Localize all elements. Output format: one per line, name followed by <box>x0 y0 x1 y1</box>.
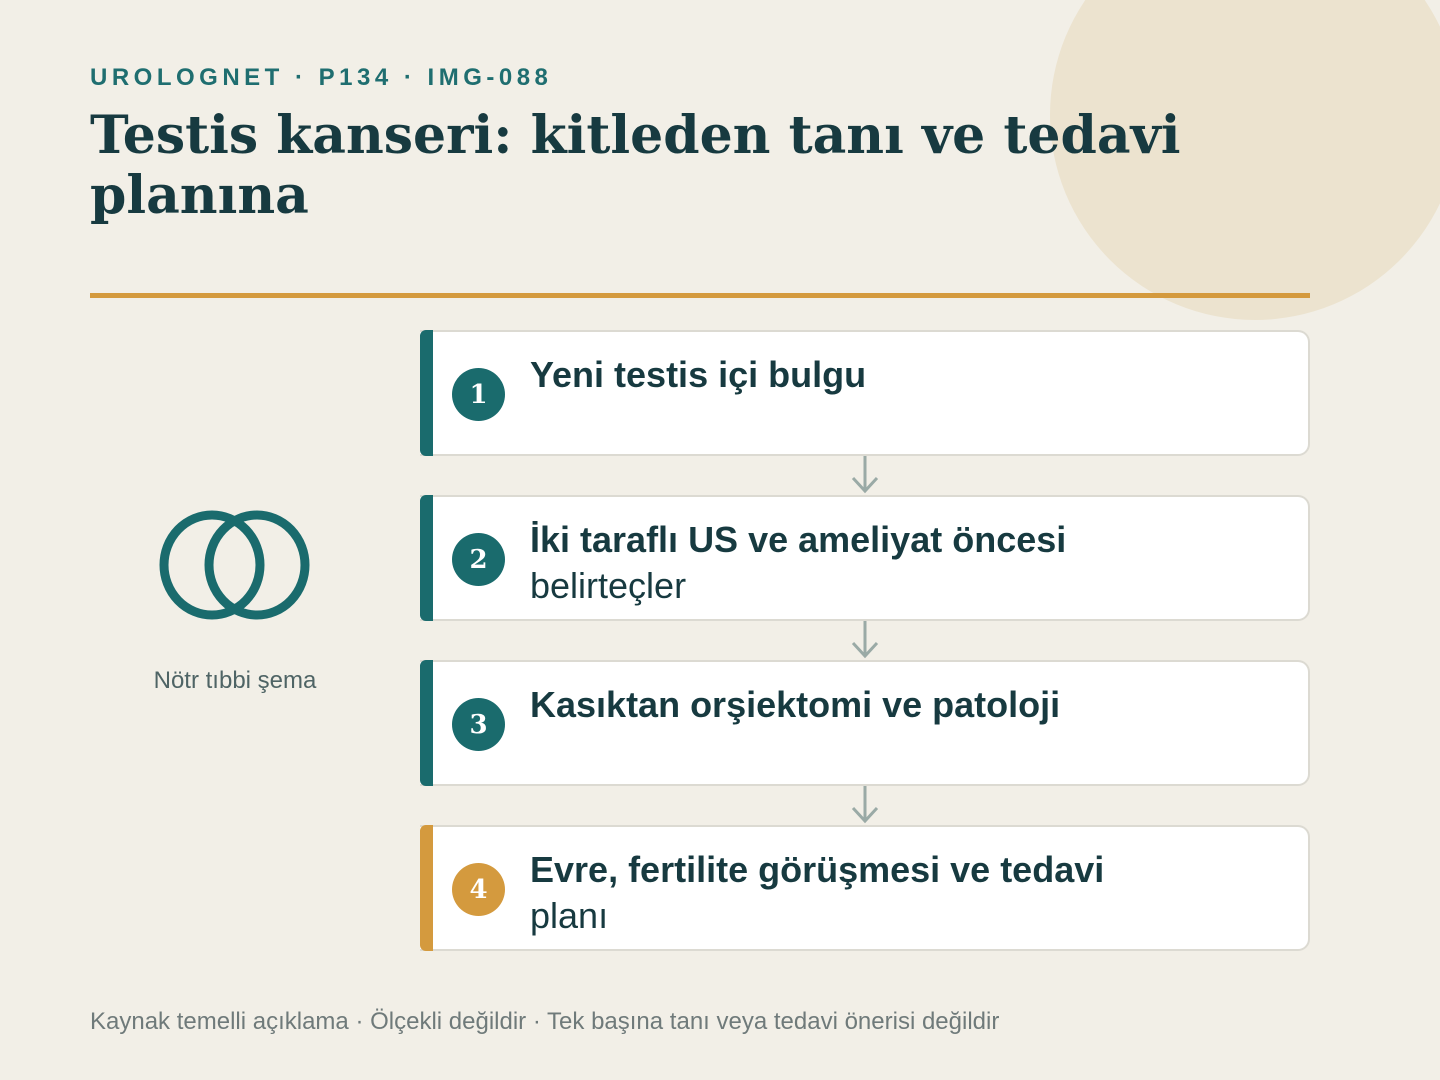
step-subtitle: planı <box>530 895 609 936</box>
step-accent-bar <box>420 495 433 621</box>
step-card-1: 1 Yeni testis içi bulgu <box>420 330 1310 456</box>
step-card-4: 4 Evre, fertilite görüşmesi ve tedavi pl… <box>420 825 1310 951</box>
step-number-badge: 2 <box>452 533 505 586</box>
step-text: İki taraflı US ve ameliyat öncesi belirt… <box>530 517 1270 609</box>
page-title: Testis kanseri: kitleden tanı ve tedavi … <box>90 105 1181 226</box>
step-number-badge: 1 <box>452 368 505 421</box>
step-title: Kasıktan orşiektomi ve patoloji <box>530 684 1061 725</box>
down-arrow-icon <box>851 456 879 494</box>
step-text: Evre, fertilite görüşmesi ve tedavi plan… <box>530 847 1270 939</box>
step-card-3: 3 Kasıktan orşiektomi ve patoloji <box>420 660 1310 786</box>
step-card-2: 2 İki taraflı US ve ameliyat öncesi beli… <box>420 495 1310 621</box>
down-arrow-icon <box>851 786 879 824</box>
step-number-badge: 4 <box>452 863 505 916</box>
kicker-label: UROLOGNET · P134 · IMG-088 <box>90 64 553 91</box>
step-title: Evre, fertilite görüşmesi ve tedavi <box>530 849 1105 890</box>
icon-caption: Nötr tıbbi şema <box>153 667 317 694</box>
step-accent-bar <box>420 825 433 951</box>
down-arrow-icon <box>851 621 879 659</box>
interlocking-rings-icon <box>150 500 320 630</box>
footer-disclaimer: Kaynak temelli açıklama · Ölçekli değild… <box>90 1008 1000 1035</box>
divider <box>90 293 1310 298</box>
step-title: Yeni testis içi bulgu <box>530 354 867 395</box>
step-accent-bar <box>420 660 433 786</box>
step-subtitle: belirteçler <box>530 565 687 606</box>
step-title: İki taraflı US ve ameliyat öncesi <box>530 519 1067 560</box>
step-text: Yeni testis içi bulgu <box>530 352 1270 398</box>
step-text: Kasıktan orşiektomi ve patoloji <box>530 682 1270 728</box>
step-accent-bar <box>420 330 433 456</box>
step-number-badge: 3 <box>452 698 505 751</box>
